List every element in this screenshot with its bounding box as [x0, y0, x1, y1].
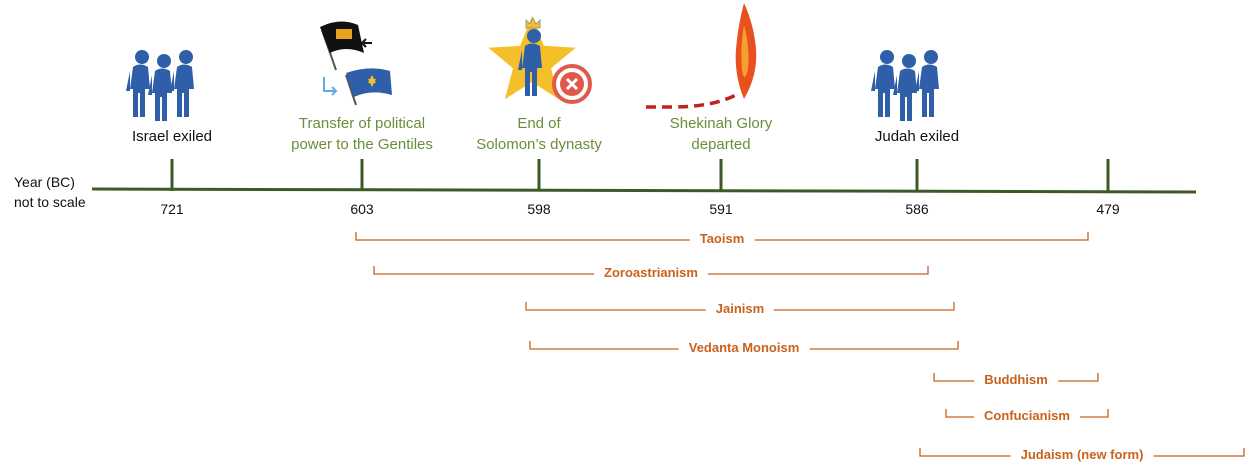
axis-title: Year (BC) not to scale: [14, 172, 86, 212]
year-label: 591: [709, 201, 733, 217]
people-icon: [126, 50, 194, 121]
year-label: 479: [1096, 201, 1120, 217]
axis-title-line2: not to scale: [14, 194, 86, 210]
event-label: Shekinah Glory departed: [631, 113, 811, 155]
event-label: Israel exiled: [87, 126, 257, 147]
event-label-line: End of: [517, 115, 561, 132]
span-label: Jainism: [705, 301, 775, 316]
event-label: Judah exiled: [832, 126, 1002, 147]
year-label: 603: [350, 201, 374, 217]
axis-title-line1: Year (BC): [14, 174, 75, 190]
span-label: Judaism (new form): [1010, 447, 1154, 462]
span-label: Confucianism: [974, 408, 1080, 423]
span-label: Vedanta Monoism: [678, 340, 810, 355]
event-label: End of Solomon’s dynasty: [444, 113, 634, 155]
span-label: Buddhism: [974, 372, 1058, 387]
event-label-line: power to the Gentiles: [291, 136, 433, 153]
span-label: Zoroastrianism: [594, 265, 708, 280]
king-cancelled-icon: [488, 16, 592, 104]
event-label: Transfer of political power to the Gentil…: [252, 113, 472, 155]
flag-transfer-icon: [320, 21, 392, 106]
year-label: 721: [160, 201, 184, 217]
year-label: 586: [905, 201, 929, 217]
event-label-line: Solomon’s dynasty: [476, 136, 602, 153]
event-label-line: Israel exiled: [131, 128, 213, 145]
event-label-line: departed: [691, 136, 751, 153]
event-label-line: Judah exiled: [874, 128, 960, 145]
people-icon: [871, 50, 939, 121]
timeline-axis: [91, 187, 1197, 194]
year-label: 598: [527, 201, 551, 217]
event-label-line: Transfer of political: [298, 115, 426, 132]
span-label: Taoism: [689, 231, 755, 246]
event-label-line: Shekinah Glory: [669, 115, 773, 132]
flame-icon: [646, 3, 757, 109]
